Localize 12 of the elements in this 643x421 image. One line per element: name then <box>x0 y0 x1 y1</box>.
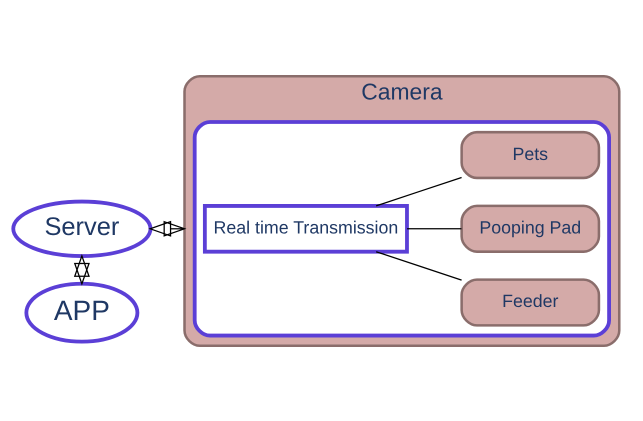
arrow <box>148 220 186 236</box>
node-ellipse: Server <box>11 199 152 258</box>
cluster <box>192 120 611 337</box>
node-box: Pets <box>460 130 600 179</box>
connector <box>376 250 462 280</box>
arrow <box>74 253 90 286</box>
node-box: Feeder <box>460 278 600 326</box>
connector <box>376 176 462 206</box>
connector <box>407 228 462 229</box>
node-box: Real time Transmission <box>202 204 409 254</box>
node-ellipse: APP <box>24 281 140 344</box>
node-box: Pooping Pad <box>460 204 600 252</box>
